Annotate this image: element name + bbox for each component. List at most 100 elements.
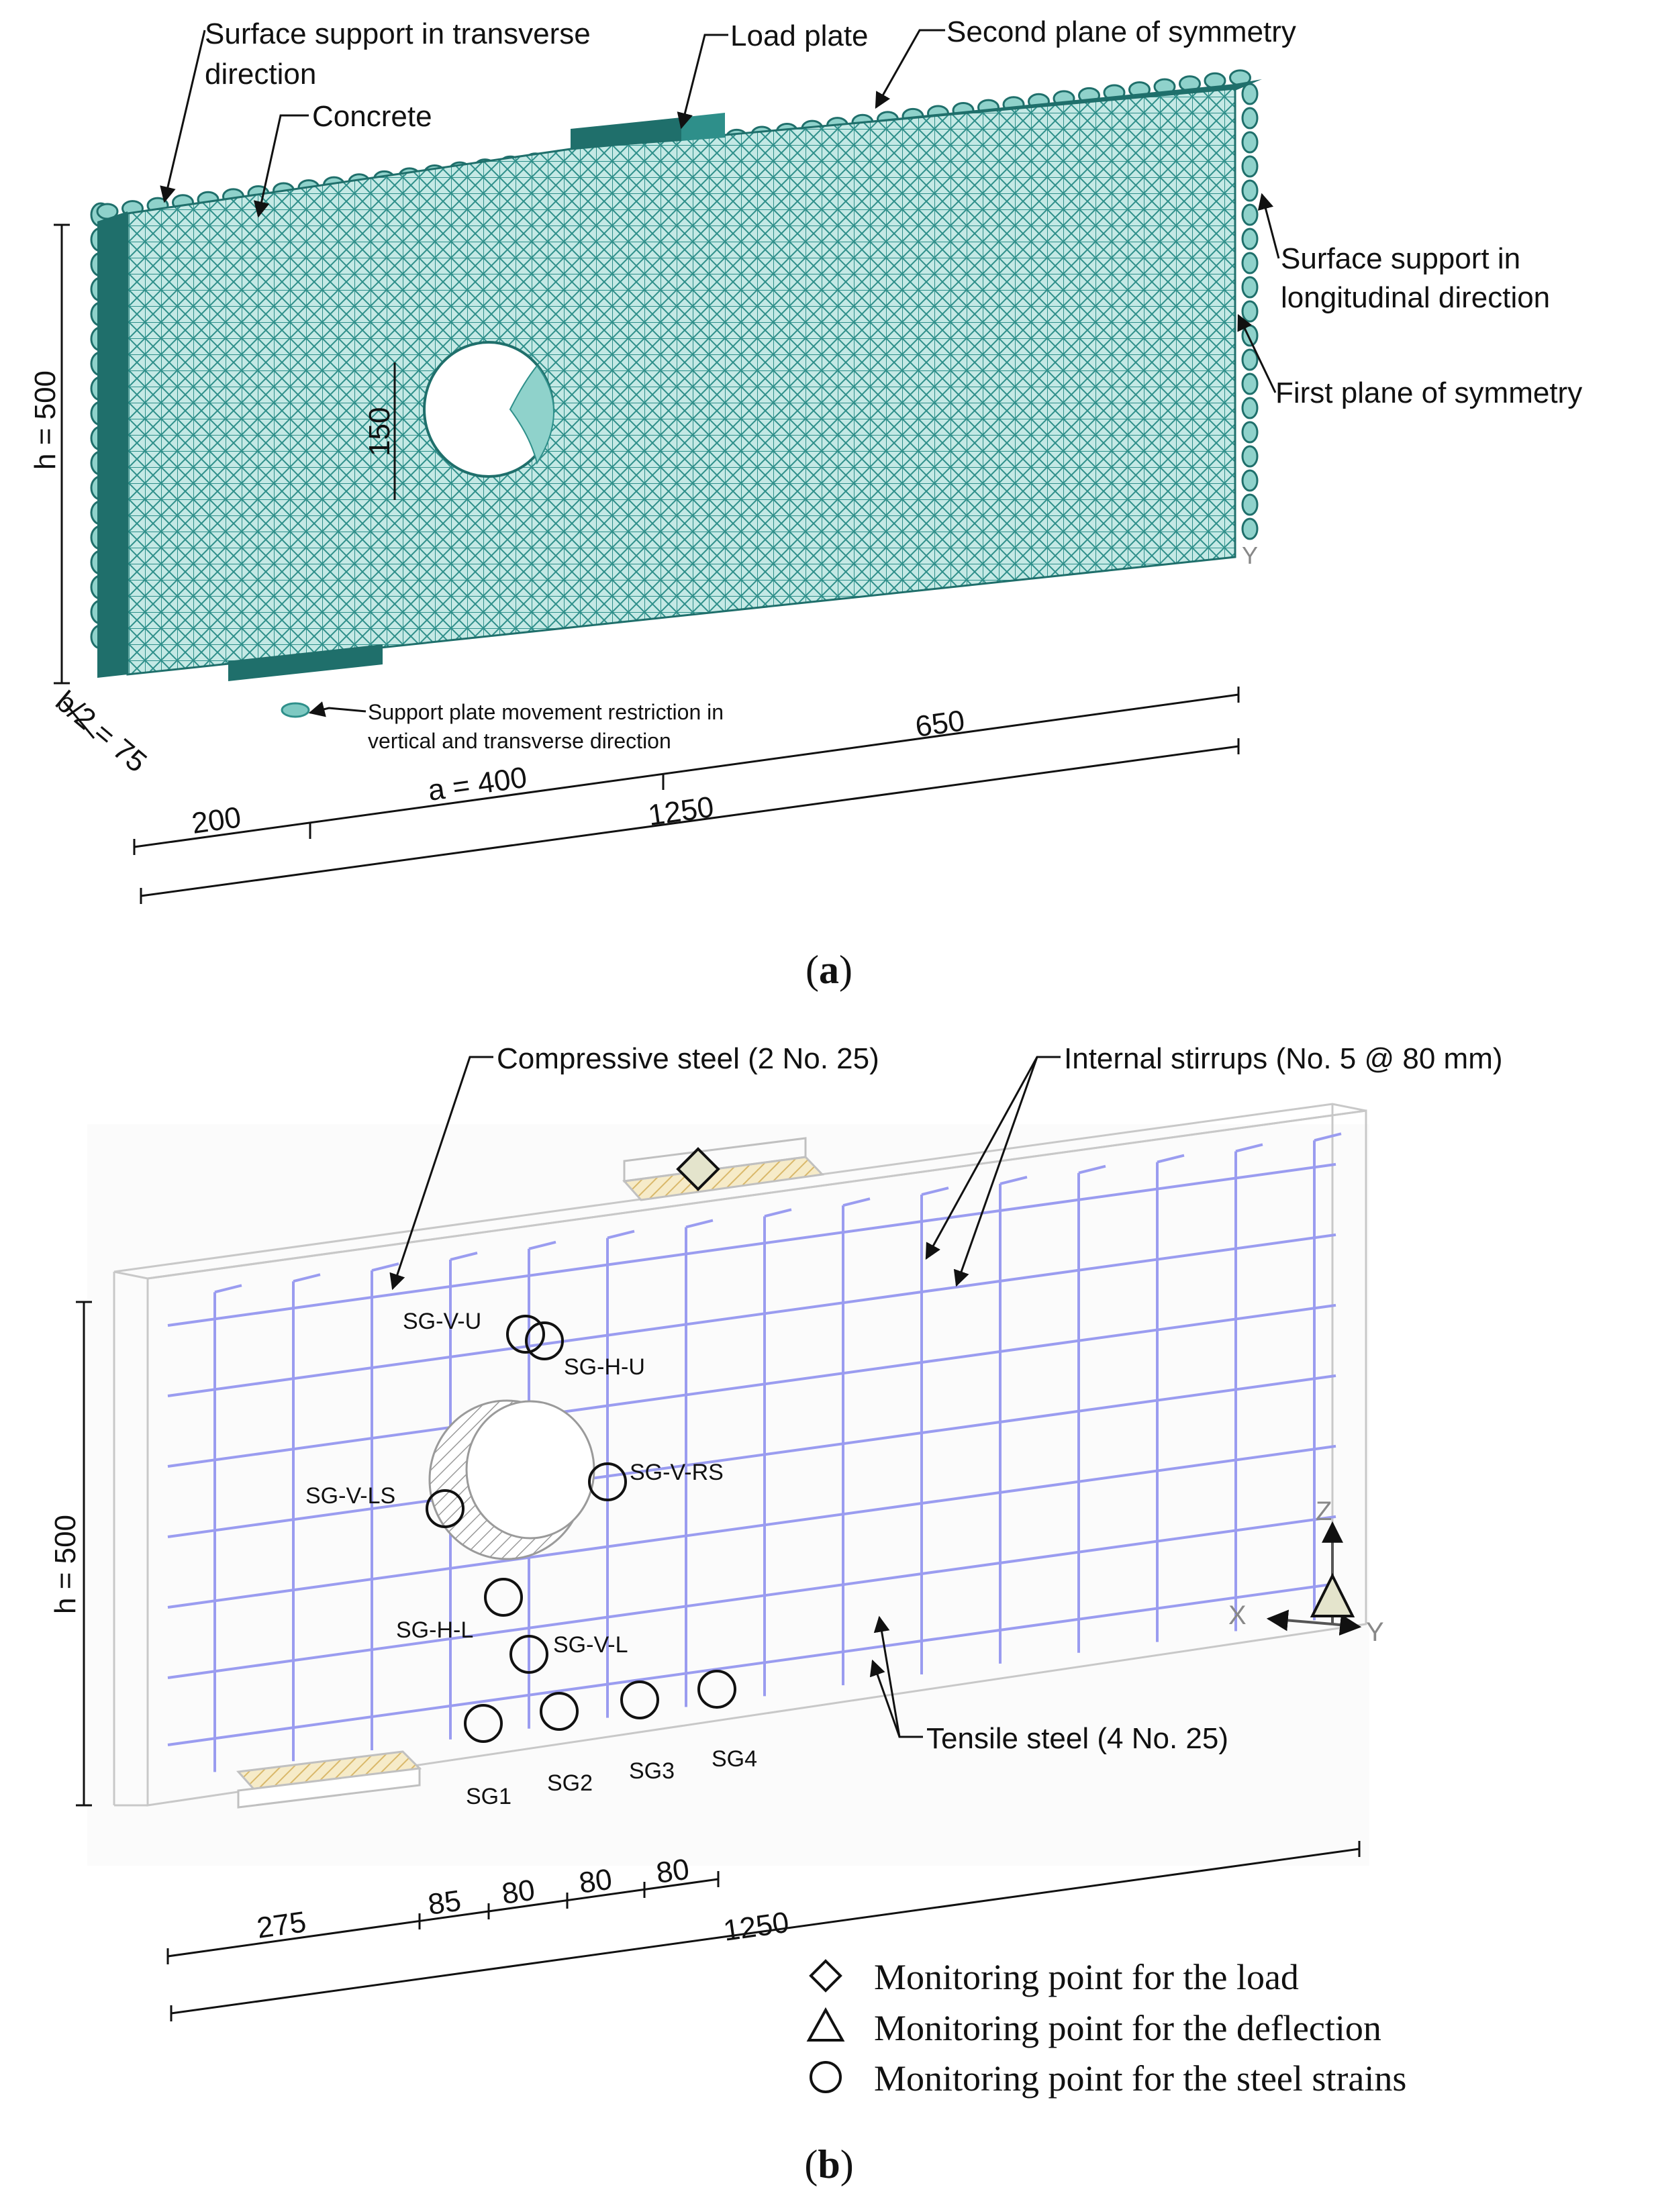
svg-text:Concrete: Concrete bbox=[312, 100, 432, 133]
rebar-stirrup-top-leg bbox=[450, 1251, 478, 1261]
rebar-longitudinal bbox=[167, 1303, 1336, 1468]
legend-diamond-icon bbox=[809, 1959, 842, 1993]
support-bubble bbox=[1241, 372, 1259, 395]
support-bubble bbox=[1241, 107, 1259, 130]
axis-label-y-b: Y bbox=[1366, 1617, 1384, 1647]
sg4-label: SG4 bbox=[712, 1746, 757, 1772]
callout-surface-support-longitudinal: Surface support in longitudinal directio… bbox=[1257, 193, 1550, 314]
callout-first-plane: First plane of symmetry bbox=[1237, 313, 1582, 409]
sg2-marker bbox=[540, 1692, 579, 1731]
load-plate-top bbox=[681, 113, 725, 141]
deflection-monitor bbox=[1266, 1521, 1362, 1636]
support-plate-restriction bbox=[281, 702, 310, 718]
rebar-stirrup-top-leg bbox=[842, 1197, 871, 1207]
dim-85: 85 bbox=[426, 1884, 463, 1921]
support-bubble bbox=[1241, 348, 1259, 371]
svg-text:direction: direction bbox=[205, 58, 316, 91]
svg-text:Compressive steel (2 No. 25): Compressive steel (2 No. 25) bbox=[497, 1042, 879, 1075]
legend-strains-label: Monitoring point for the steel strains bbox=[874, 2058, 1406, 2099]
svg-text:Surface support in transverse: Surface support in transverse bbox=[205, 17, 591, 50]
rebar-stirrup-top-leg bbox=[1078, 1164, 1106, 1174]
height-dim-label-a: h = 500 bbox=[29, 370, 62, 470]
panel-b-reinforcement: Z X Y SG-V-U SG-H-U SG-V-RS SG-V-LS SG-H… bbox=[49, 1042, 1503, 2186]
svg-text:Load plate: Load plate bbox=[730, 19, 869, 52]
rebar-longitudinal bbox=[167, 1515, 1336, 1679]
support-bubble bbox=[1241, 252, 1259, 274]
rebar-cage bbox=[167, 1132, 1342, 1772]
rebar-stirrup-top-leg bbox=[528, 1240, 556, 1250]
strain-gauges: SG-V-U SG-H-U SG-V-RS SG-V-LS SG-H-L SG-… bbox=[305, 1309, 757, 1809]
load-monitor-diamond bbox=[676, 1147, 720, 1191]
dim-1250-a: 1250 bbox=[646, 791, 716, 832]
sg-v-l-label: SG-V-L bbox=[553, 1632, 628, 1658]
callout-surface-support-transverse: Surface support in transverse direction bbox=[160, 17, 591, 203]
svg-text:vertical and transverse direct: vertical and transverse direction bbox=[368, 729, 671, 753]
hole-dim-label: 150 bbox=[363, 407, 396, 456]
support-bubble bbox=[1241, 155, 1259, 178]
rebar-stirrup-top-leg bbox=[607, 1229, 635, 1240]
sg4-marker bbox=[697, 1670, 736, 1709]
callout-second-plane: Second plane of symmetry bbox=[875, 15, 1296, 109]
support-bubble bbox=[1241, 445, 1259, 468]
height-dim-label-b: h = 500 bbox=[49, 1515, 82, 1614]
dim-650: 650 bbox=[914, 704, 967, 744]
support-bubble bbox=[1241, 493, 1259, 516]
callout-support-plate: Support plate movement restriction in ve… bbox=[308, 700, 724, 753]
sg-v-u-marker bbox=[506, 1315, 545, 1354]
beam-side-face bbox=[97, 211, 128, 678]
rebar-longitudinal bbox=[167, 1374, 1336, 1538]
rebar-stirrup-top-leg bbox=[764, 1208, 792, 1218]
sg-v-rs-label: SG-V-RS bbox=[630, 1460, 724, 1485]
axis-label-x: X bbox=[1228, 1601, 1247, 1630]
legend-circle-icon bbox=[810, 2061, 842, 2093]
beam-front-mesh bbox=[126, 87, 1236, 676]
sg-h-l-marker bbox=[484, 1578, 523, 1617]
legend-deflection-label: Monitoring point for the deflection bbox=[874, 2008, 1381, 2048]
support-bubble bbox=[1241, 228, 1259, 250]
sg1-label: SG1 bbox=[466, 1784, 511, 1809]
sg3-label: SG3 bbox=[629, 1758, 675, 1784]
rebar-longitudinal bbox=[167, 1233, 1336, 1397]
rebar-stirrup-top-leg bbox=[921, 1187, 949, 1196]
support-plate-b-front bbox=[237, 1767, 421, 1809]
sg1-marker bbox=[464, 1704, 503, 1743]
axis-label-z: Z bbox=[1316, 1497, 1332, 1526]
dim-a-400: a = 400 bbox=[426, 761, 529, 807]
caption-b: (b) bbox=[804, 2142, 853, 2186]
callout-compressive-steel: Compressive steel (2 No. 25) bbox=[389, 1042, 879, 1291]
support-plate-block bbox=[228, 644, 383, 681]
rebar-stirrup-top-leg bbox=[685, 1219, 714, 1229]
legend: Monitoring point for the load Monitoring… bbox=[806, 1957, 1406, 2099]
sg3-marker bbox=[620, 1680, 659, 1719]
dim-row-b1 bbox=[167, 1878, 719, 1958]
sg-h-u-label: SG-H-U bbox=[564, 1354, 645, 1380]
svg-text:longitudinal direction: longitudinal direction bbox=[1281, 281, 1550, 314]
dim-row-b2 bbox=[170, 1848, 1360, 2015]
callout-load-plate: Load plate bbox=[677, 19, 869, 130]
support-bubble bbox=[1241, 131, 1259, 154]
panel-a-fe-model: h = 500 150 b/2 = 75 200 a = 400 650 125… bbox=[29, 15, 1582, 992]
svg-text:Support plate movement restric: Support plate movement restriction in bbox=[368, 700, 724, 724]
rebar-stirrup-top-leg bbox=[999, 1175, 1028, 1185]
support-bubble bbox=[1241, 83, 1259, 105]
callout-tensile-steel: Tensile steel (4 No. 25) bbox=[869, 1615, 1228, 1755]
dim-275: 275 bbox=[255, 1905, 309, 1945]
sg-v-ls-label: SG-V-LS bbox=[305, 1483, 395, 1509]
rebar-stirrup-top-leg bbox=[1235, 1143, 1263, 1153]
rebar-stirrup-top-leg bbox=[293, 1273, 321, 1283]
sg-h-u-marker bbox=[525, 1321, 564, 1360]
dim-80-c: 80 bbox=[654, 1853, 691, 1890]
axis-label-y-a: Y bbox=[1242, 542, 1258, 569]
caption-a: (a) bbox=[806, 948, 852, 992]
rebar-longitudinal bbox=[167, 1162, 1336, 1327]
beam-hole-b bbox=[428, 1399, 595, 1560]
half-width-dim-label: b/2 = 75 bbox=[50, 685, 153, 779]
support-bubble bbox=[1241, 300, 1259, 323]
sg-v-u-label: SG-V-U bbox=[403, 1309, 481, 1334]
dim-row-2 bbox=[140, 745, 1239, 897]
dim-80-b: 80 bbox=[577, 1863, 614, 1900]
rebar-stirrup-top-leg bbox=[1157, 1154, 1185, 1164]
load-plate-b-side bbox=[623, 1137, 807, 1183]
callout-internal-stirrups: Internal stirrups (No. 5 @ 80 mm) bbox=[925, 1042, 1503, 1287]
